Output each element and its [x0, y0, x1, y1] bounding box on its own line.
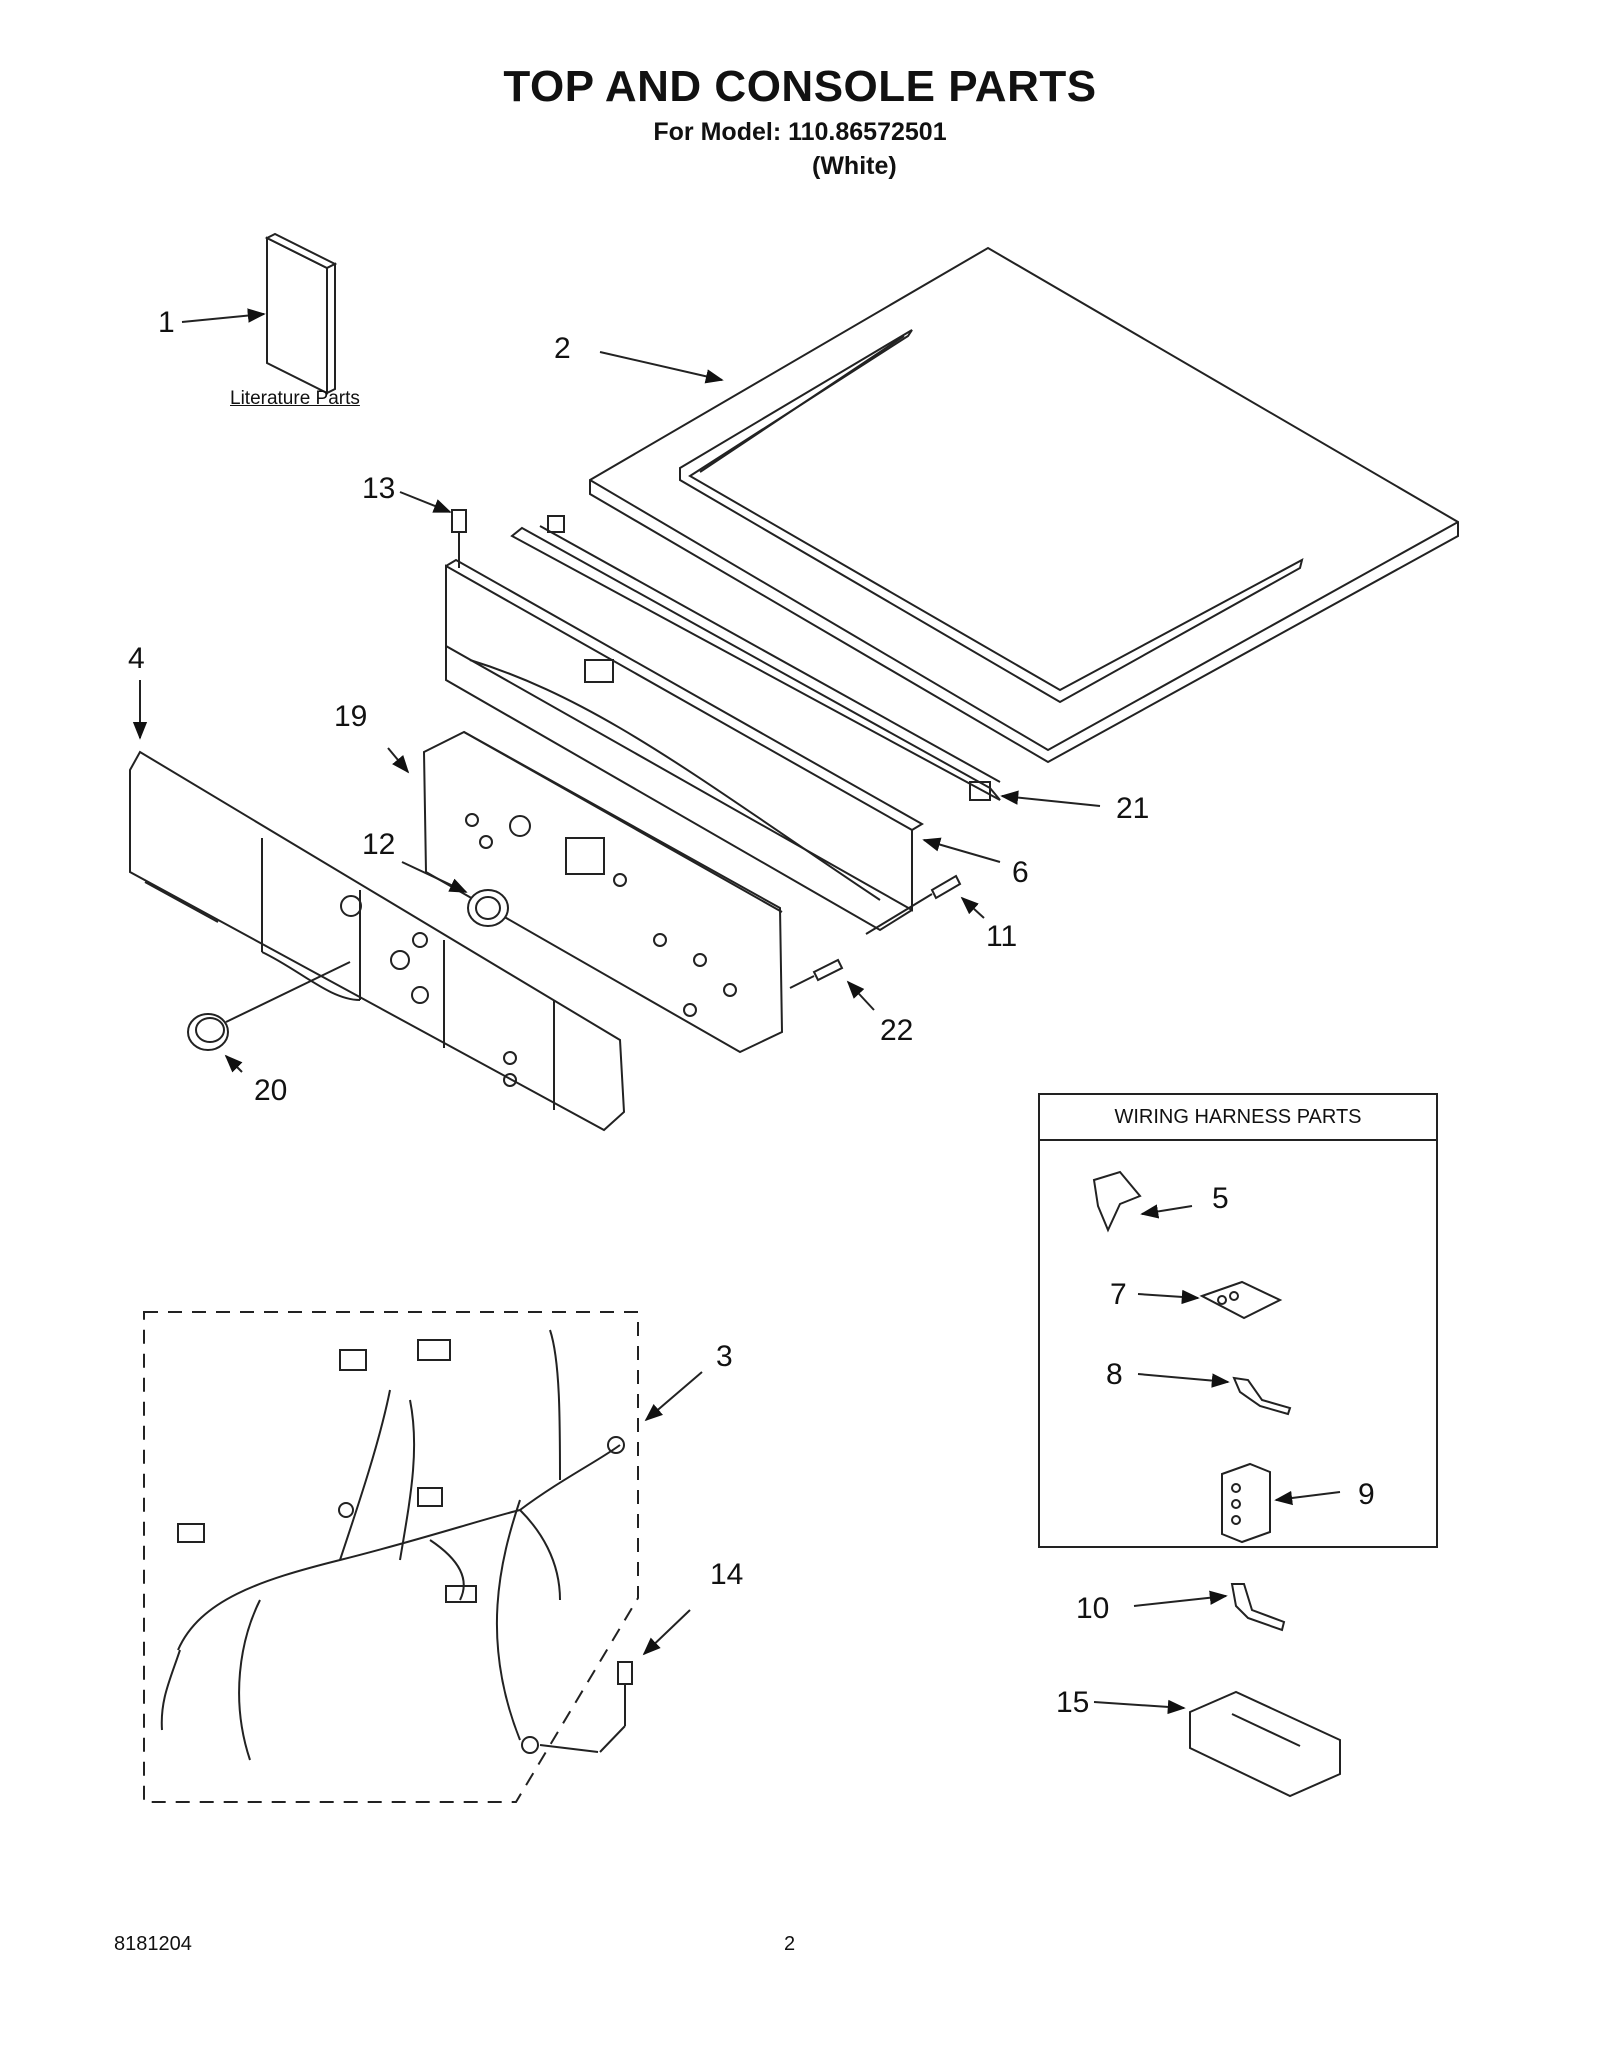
- clip-5: [1092, 1170, 1142, 1233]
- literature-parts-label: Literature Parts: [230, 388, 360, 409]
- callout-3: 3: [716, 1340, 733, 1373]
- callout-2: 2: [554, 332, 571, 365]
- callout-21: 21: [1116, 792, 1149, 825]
- literature-book: [264, 232, 338, 395]
- page-title: TOP AND CONSOLE PARTS: [503, 62, 1097, 111]
- callout-7: 7: [1110, 1278, 1127, 1311]
- screw-11: [865, 874, 962, 935]
- wiring-harness-parts-box: WIRING HARNESS PARTS: [1038, 1093, 1438, 1548]
- color-line: (White): [812, 152, 897, 180]
- callout-8: 8: [1106, 1358, 1123, 1391]
- console-panel: [129, 750, 626, 1132]
- knob-12: [467, 889, 509, 927]
- callout-15: 15: [1056, 1686, 1089, 1719]
- callout-10: 10: [1076, 1592, 1109, 1625]
- callout-13: 13: [362, 472, 395, 505]
- rail-bracket: [510, 515, 1001, 801]
- callout-12: 12: [362, 828, 395, 861]
- wiring-harness-parts-title: WIRING HARNESS PARTS: [1040, 1095, 1436, 1141]
- screw-13: [451, 509, 467, 568]
- callout-20: 20: [254, 1074, 287, 1107]
- callout-5: 5: [1212, 1182, 1229, 1215]
- callout-1: 1: [158, 306, 175, 339]
- control-board: [422, 730, 784, 1054]
- connector-7: [1199, 1280, 1283, 1320]
- knob-20: [187, 961, 351, 1051]
- callout-6: 6: [1012, 856, 1029, 889]
- screw-14: [617, 1661, 633, 1726]
- connector-9: [1221, 1462, 1271, 1544]
- callout-14: 14: [710, 1558, 743, 1591]
- wiring-harness: [143, 1311, 639, 1803]
- terminal-8: [1232, 1376, 1292, 1416]
- top-panel: [589, 246, 1459, 764]
- screw-22: [789, 958, 844, 989]
- page-number: 2: [784, 1933, 796, 1955]
- model-line: For Model: 110.86572501: [653, 118, 947, 146]
- console-bracket: [445, 558, 924, 932]
- connector-15: [1189, 1690, 1341, 1798]
- callout-4: 4: [128, 642, 145, 675]
- callout-9: 9: [1358, 1478, 1375, 1511]
- document-number: 8181204: [114, 1933, 192, 1955]
- terminal-10: [1230, 1583, 1286, 1632]
- callout-11: 11: [986, 920, 1017, 953]
- callout-19: 19: [334, 700, 367, 733]
- callout-22: 22: [880, 1014, 913, 1047]
